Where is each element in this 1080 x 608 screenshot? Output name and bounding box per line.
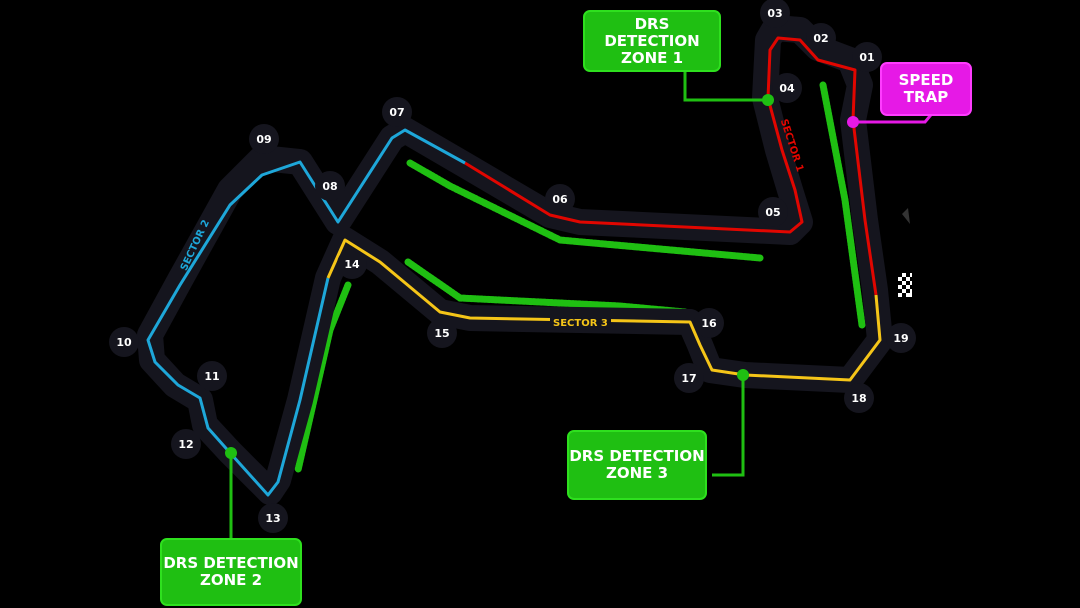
turn-marker-17: 17 bbox=[674, 363, 704, 393]
turn-marker-10: 10 bbox=[109, 327, 139, 357]
drs-detection-zone-2-callout: DRS DETECTION ZONE 2 bbox=[160, 538, 302, 606]
drs-detection-point-2 bbox=[225, 447, 237, 459]
turn-marker-16: 16 bbox=[694, 308, 724, 338]
turn-marker-01: 01 bbox=[852, 42, 882, 72]
turn-marker-13: 13 bbox=[258, 503, 288, 533]
sector-3-line bbox=[326, 238, 882, 382]
drs-detection-zone-1-callout: DRS DETECTION ZONE 1 bbox=[583, 10, 721, 72]
sector-2-line bbox=[146, 128, 466, 497]
sector-1-line bbox=[464, 36, 878, 296]
turn-marker-06: 06 bbox=[545, 184, 575, 214]
turn-marker-18: 18 bbox=[844, 383, 874, 413]
turn-marker-08: 08 bbox=[315, 171, 345, 201]
speed-trap-point bbox=[847, 116, 859, 128]
turn-marker-04: 04 bbox=[772, 73, 802, 103]
direction-arrow-icon bbox=[902, 208, 910, 224]
checkered-flag-icon bbox=[898, 273, 912, 297]
turn-marker-03: 03 bbox=[760, 0, 790, 28]
turn-marker-14: 14 bbox=[337, 249, 367, 279]
turn-marker-07: 07 bbox=[382, 97, 412, 127]
turn-marker-15: 15 bbox=[427, 318, 457, 348]
turn-marker-02: 02 bbox=[806, 23, 836, 53]
turn-marker-19: 19 bbox=[886, 323, 916, 353]
sector-3-label: SECTOR 3 bbox=[550, 318, 611, 329]
turn-marker-11: 11 bbox=[197, 361, 227, 391]
drs-detection-point-3 bbox=[737, 369, 749, 381]
speed-trap-callout: SPEED TRAP bbox=[880, 62, 972, 116]
turn-marker-09: 09 bbox=[249, 124, 279, 154]
drs-detection-point-1 bbox=[762, 94, 774, 106]
turn-marker-05: 05 bbox=[758, 197, 788, 227]
turn-marker-12: 12 bbox=[171, 429, 201, 459]
drs-detection-zone-3-callout: DRS DETECTION ZONE 3 bbox=[567, 430, 707, 500]
